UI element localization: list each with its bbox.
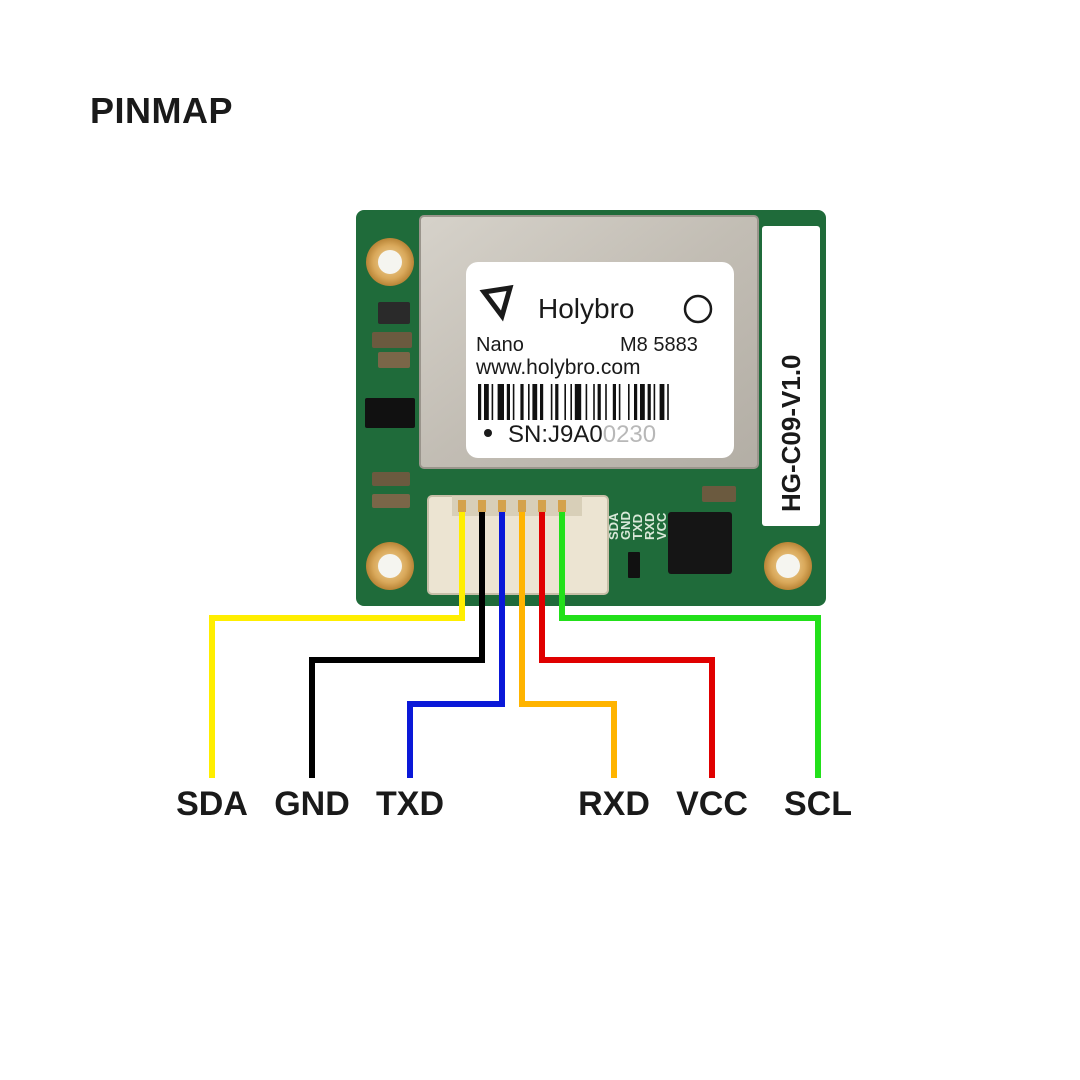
silkscreen-label: TXD [630, 514, 645, 540]
product-label: Holybro Nano M8 5883 www.holybro.com SN:… [466, 262, 734, 458]
compass-ic [668, 512, 732, 574]
capacitor [702, 486, 736, 502]
connector-pins [458, 500, 566, 512]
wire-sda [209, 512, 465, 778]
model-right: M8 5883 [620, 334, 698, 356]
page-title: PINMAP [90, 90, 234, 131]
wire-txd [407, 512, 505, 778]
connector-pin [558, 500, 566, 512]
connector-pin [498, 500, 506, 512]
resistor [628, 552, 640, 578]
mounting-hole-bottom-left [366, 542, 414, 590]
barcode [478, 384, 669, 420]
mounting-hole-bottom-right [764, 542, 812, 590]
label-dot [484, 429, 492, 437]
silkscreen-label: VCC [654, 512, 669, 540]
smd-components-left [365, 302, 415, 508]
gps-module-board: Holybro Nano M8 5883 www.holybro.com SN:… [356, 210, 826, 606]
website: www.holybro.com [475, 356, 641, 379]
pin-label-vcc: VCC [676, 785, 748, 823]
wire-vcc [539, 512, 715, 778]
brand-name: Holybro [538, 293, 634, 324]
silkscreen-label: GND [618, 511, 633, 540]
pin-label-scl: SCL [784, 785, 852, 823]
model-left: Nano [476, 334, 524, 356]
wire-gnd [309, 512, 485, 778]
pin-label-rxd: RXD [578, 785, 650, 823]
connector-pin [478, 500, 486, 512]
pin-label-sda: SDA [176, 785, 248, 823]
wire-scl [559, 512, 821, 778]
connector-pin [518, 500, 526, 512]
silkscreen-label: SDA [606, 512, 621, 540]
connector-area [427, 495, 609, 595]
compliance-mark-icon [683, 294, 713, 324]
connector-pin [458, 500, 466, 512]
silkscreen-label: RXD [642, 513, 657, 540]
pin-labels: SDA GND TXD RXD VCC SCL [176, 785, 852, 823]
pin-label-txd: TXD [376, 785, 444, 823]
pin-label-gnd: GND [274, 785, 350, 823]
board-id: HG-C09-V1.0 [776, 355, 806, 513]
mounting-hole-top-left [366, 238, 414, 286]
serial-number: SN:J9A00230 [508, 421, 656, 448]
connector-pin [538, 500, 546, 512]
holybro-logo-icon [479, 284, 514, 322]
board-id-label: HG-C09-V1.0 [762, 226, 820, 526]
wire-rxd [519, 512, 617, 778]
pin-wires [209, 512, 821, 778]
